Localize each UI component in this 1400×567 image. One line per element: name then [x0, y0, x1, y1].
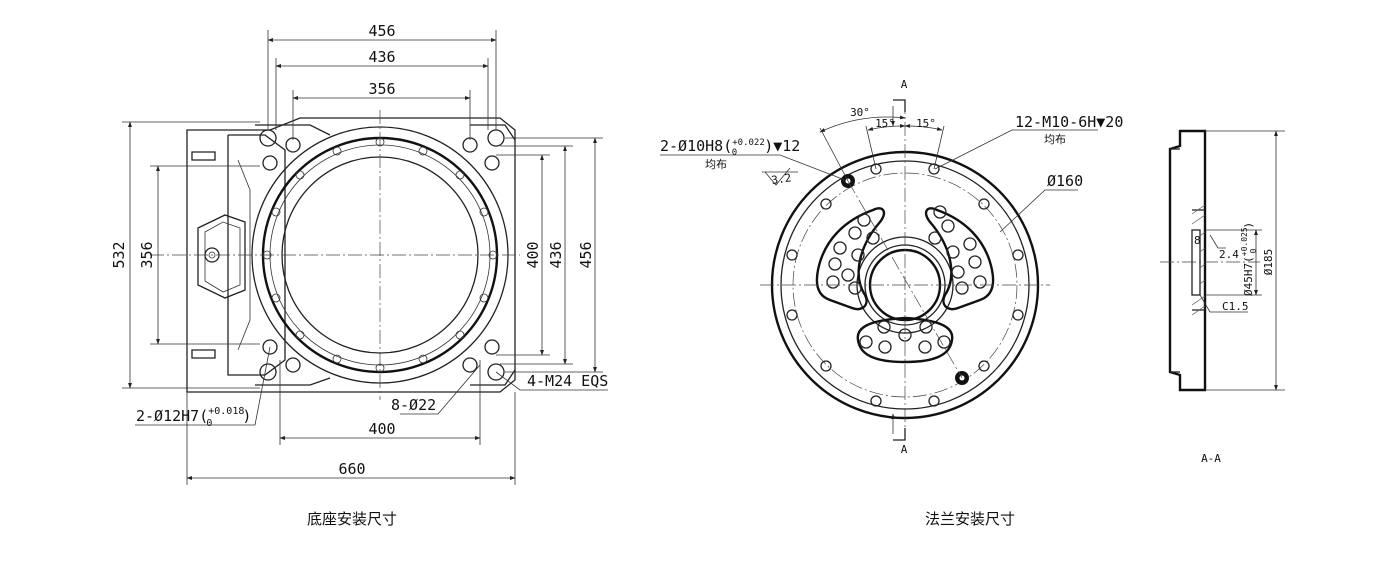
dim-356-top: 356: [368, 80, 395, 98]
dim-456-top: 456: [368, 22, 395, 40]
flange-caption: 法兰安装尺寸: [925, 510, 1015, 528]
callout-bolts: 4-M24 EQS: [527, 372, 608, 390]
flange-threaded-holes: [786, 163, 1024, 407]
base-caption: 底座安装尺寸: [307, 510, 397, 528]
dim-436-top: 436: [368, 48, 395, 66]
angle-15-left: 15°: [875, 117, 895, 130]
base-view: 456 436 356 532 356 400 436 456 400 660 …: [110, 22, 608, 528]
base-centerlines: [150, 110, 520, 400]
pocket-holes: [826, 205, 987, 354]
section-mark-top: A: [901, 78, 908, 91]
angle-15-right: 15°: [916, 117, 936, 130]
callout-holes: 8-Ø22: [391, 396, 436, 414]
flange-centerlines: [760, 99, 1050, 441]
thread-callout: 12-M10-6H▼20: [1015, 113, 1123, 131]
dim-400-bottom: 400: [368, 420, 395, 438]
section-outer-dia: Ø185: [1262, 249, 1275, 276]
flange-pockets: [815, 207, 995, 364]
dim-456-right: 456: [577, 241, 595, 268]
base-dimension-lines: [122, 30, 608, 485]
section-step: 2.4: [1219, 248, 1239, 261]
section-mark-bottom: A: [901, 443, 908, 456]
flange-leaders: [660, 129, 1098, 233]
section-label: A-A: [1201, 452, 1221, 465]
section-depth: 8: [1194, 234, 1201, 247]
angle-30: 30°: [850, 106, 870, 119]
pin-callout-note: 均布: [705, 158, 727, 171]
dim-436-right: 436: [547, 241, 565, 268]
dim-400-right: 400: [524, 241, 542, 268]
dim-356-left: 356: [138, 241, 156, 268]
section-chamfer: C1.5: [1222, 300, 1249, 313]
section-bore: Ø45H7(+0.0250): [1240, 222, 1258, 296]
flange-angle-dims: [819, 115, 945, 182]
dim-532-left: 532: [110, 241, 128, 268]
roughness: 3.2: [771, 171, 792, 187]
corner-holes: [259, 129, 505, 381]
thread-callout-note: 均布: [1044, 133, 1066, 146]
dim-660-bottom: 660: [338, 460, 365, 478]
section-view: 8 2.4 C1.5 Ø45H7(+0.0250) Ø185 A-A: [1160, 129, 1285, 465]
section-hatch: [1191, 204, 1206, 316]
pcd-callout: Ø160: [1047, 172, 1083, 190]
